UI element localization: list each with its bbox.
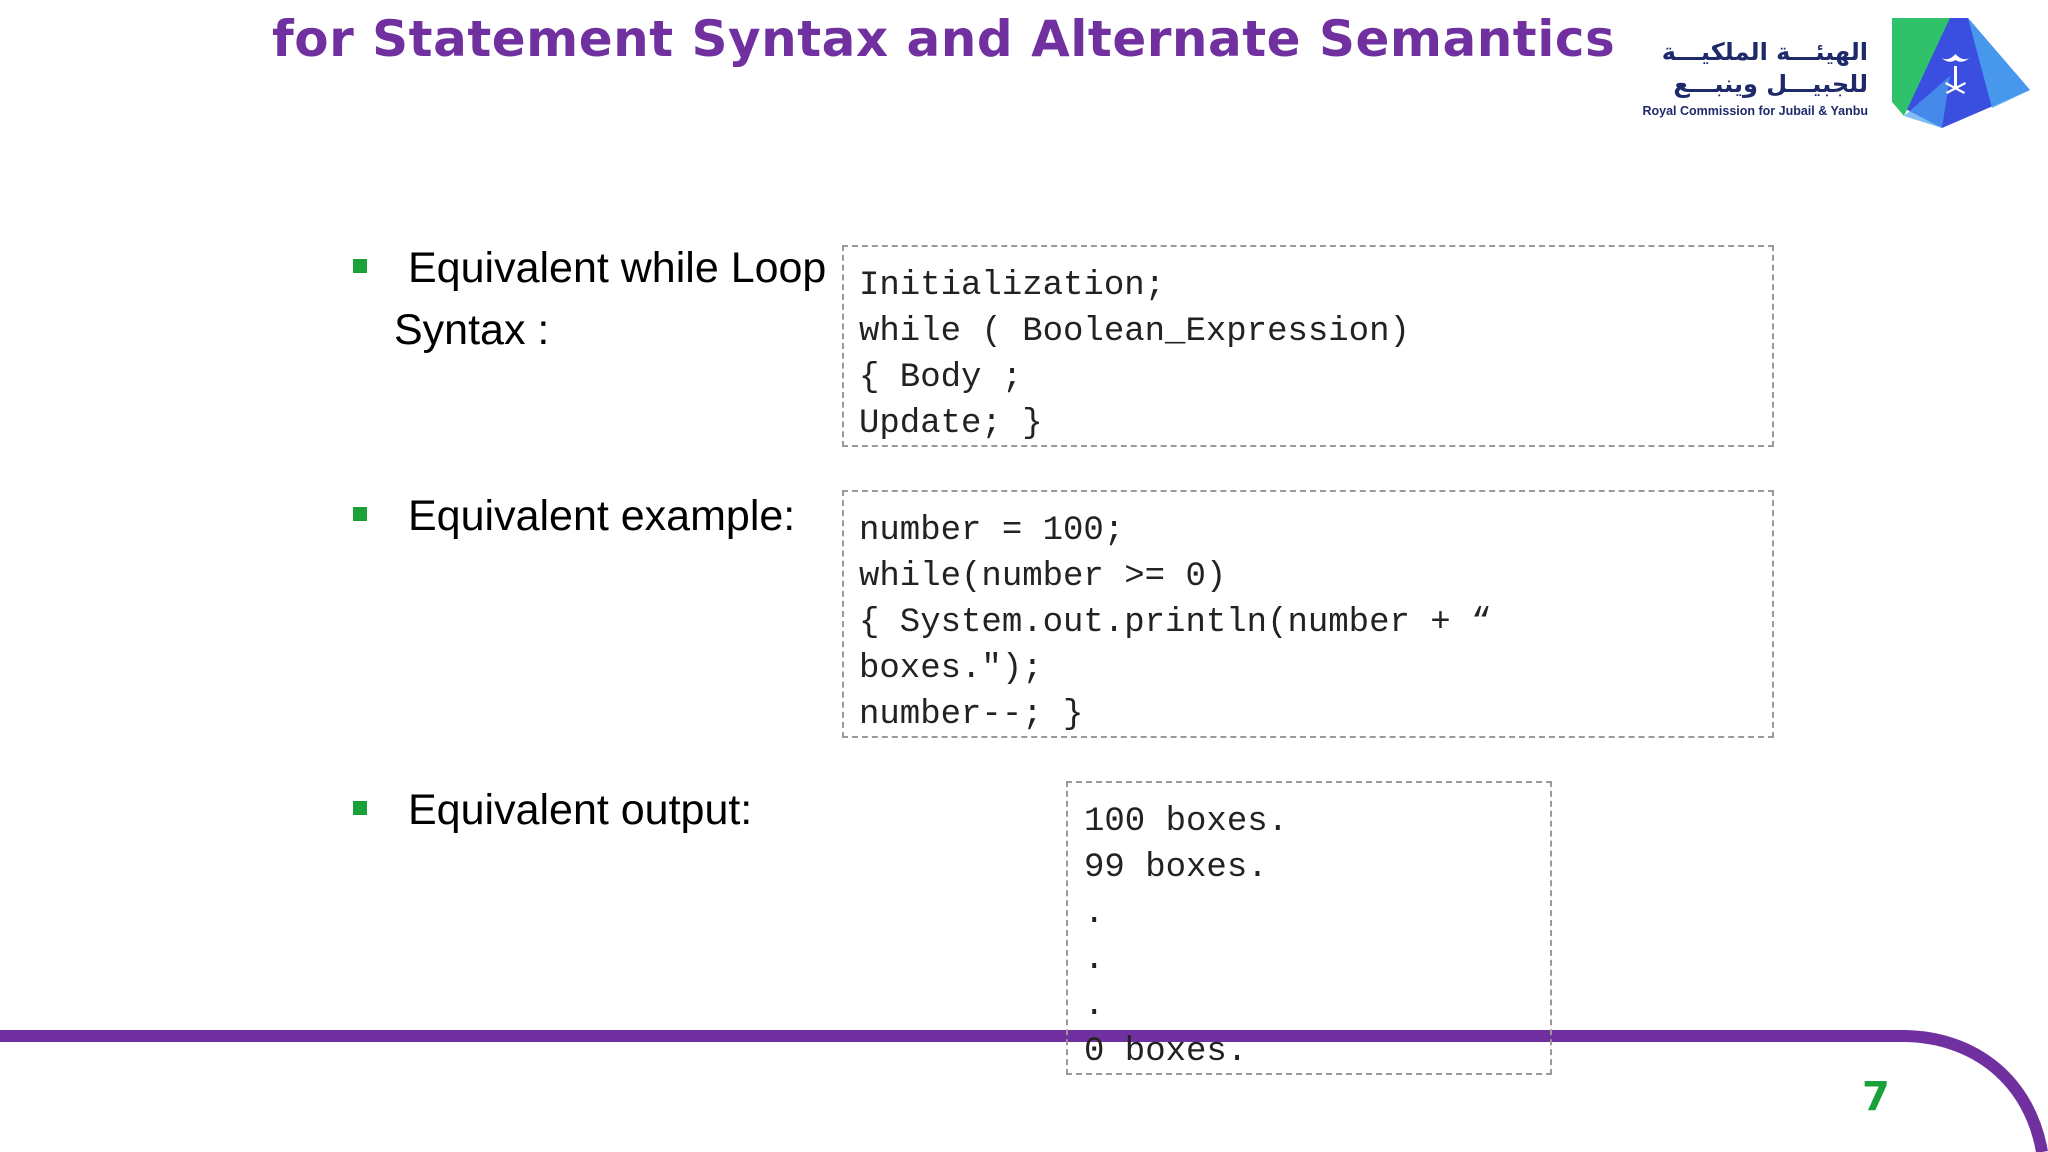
footer-line: [0, 1030, 1900, 1042]
slide-title: for Statement Syntax and Alternate Seman…: [272, 10, 1616, 68]
code-line: while ( Boolean_Expression): [859, 313, 1410, 351]
logo-mark-icon: [1892, 18, 2030, 128]
code-line: number = 100;: [859, 512, 1125, 550]
bullet-3: [353, 801, 367, 815]
code-line: .: [1084, 987, 1105, 1025]
code-line: .: [1084, 941, 1105, 979]
code-line: 99 boxes.: [1084, 849, 1268, 887]
code-line: { Body ;: [859, 359, 1023, 397]
output-code-box: 100 boxes. 99 boxes. . . . 0 boxes.: [1066, 781, 1552, 1075]
section-1-label-line-2: Syntax :: [394, 306, 550, 354]
code-line: 100 boxes.: [1084, 803, 1289, 841]
code-line: .: [1084, 895, 1105, 933]
code-line: while(number >= 0): [859, 558, 1227, 596]
bullet-2: [353, 507, 367, 521]
bullet-1: [353, 259, 367, 273]
footer-curve: [1880, 1030, 2048, 1152]
code-line: Update; }: [859, 405, 1043, 443]
logo-arabic-line-2: للجبيـــل وينبـــع: [1673, 70, 1868, 98]
example-code-box: number = 100; while(number >= 0) { Syste…: [842, 490, 1774, 738]
rcjy-logo: الهيئـــة الملكيـــة للجبيـــل وينبـــع …: [1630, 16, 2030, 132]
logo-text: الهيئـــة الملكيـــة للجبيـــل وينبـــع …: [1642, 36, 1868, 118]
code-line: 0 boxes.: [1084, 1033, 1248, 1071]
logo-arabic-line-1: الهيئـــة الملكيـــة: [1661, 38, 1868, 66]
section-3-label: Equivalent output:: [408, 786, 753, 834]
section-1-label-line-1: Equivalent while Loop: [408, 244, 827, 292]
page-number: 7: [1862, 1074, 1890, 1120]
code-line: { System.out.println(number + “: [859, 604, 1492, 642]
code-line: Initialization;: [859, 267, 1166, 305]
code-line: number--; }: [859, 696, 1084, 734]
code-line: boxes.");: [859, 650, 1043, 688]
logo-english: Royal Commission for Jubail & Yanbu: [1642, 104, 1868, 118]
while-syntax-code-box: Initialization; while ( Boolean_Expressi…: [842, 245, 1774, 447]
section-2-label: Equivalent example:: [408, 492, 796, 540]
